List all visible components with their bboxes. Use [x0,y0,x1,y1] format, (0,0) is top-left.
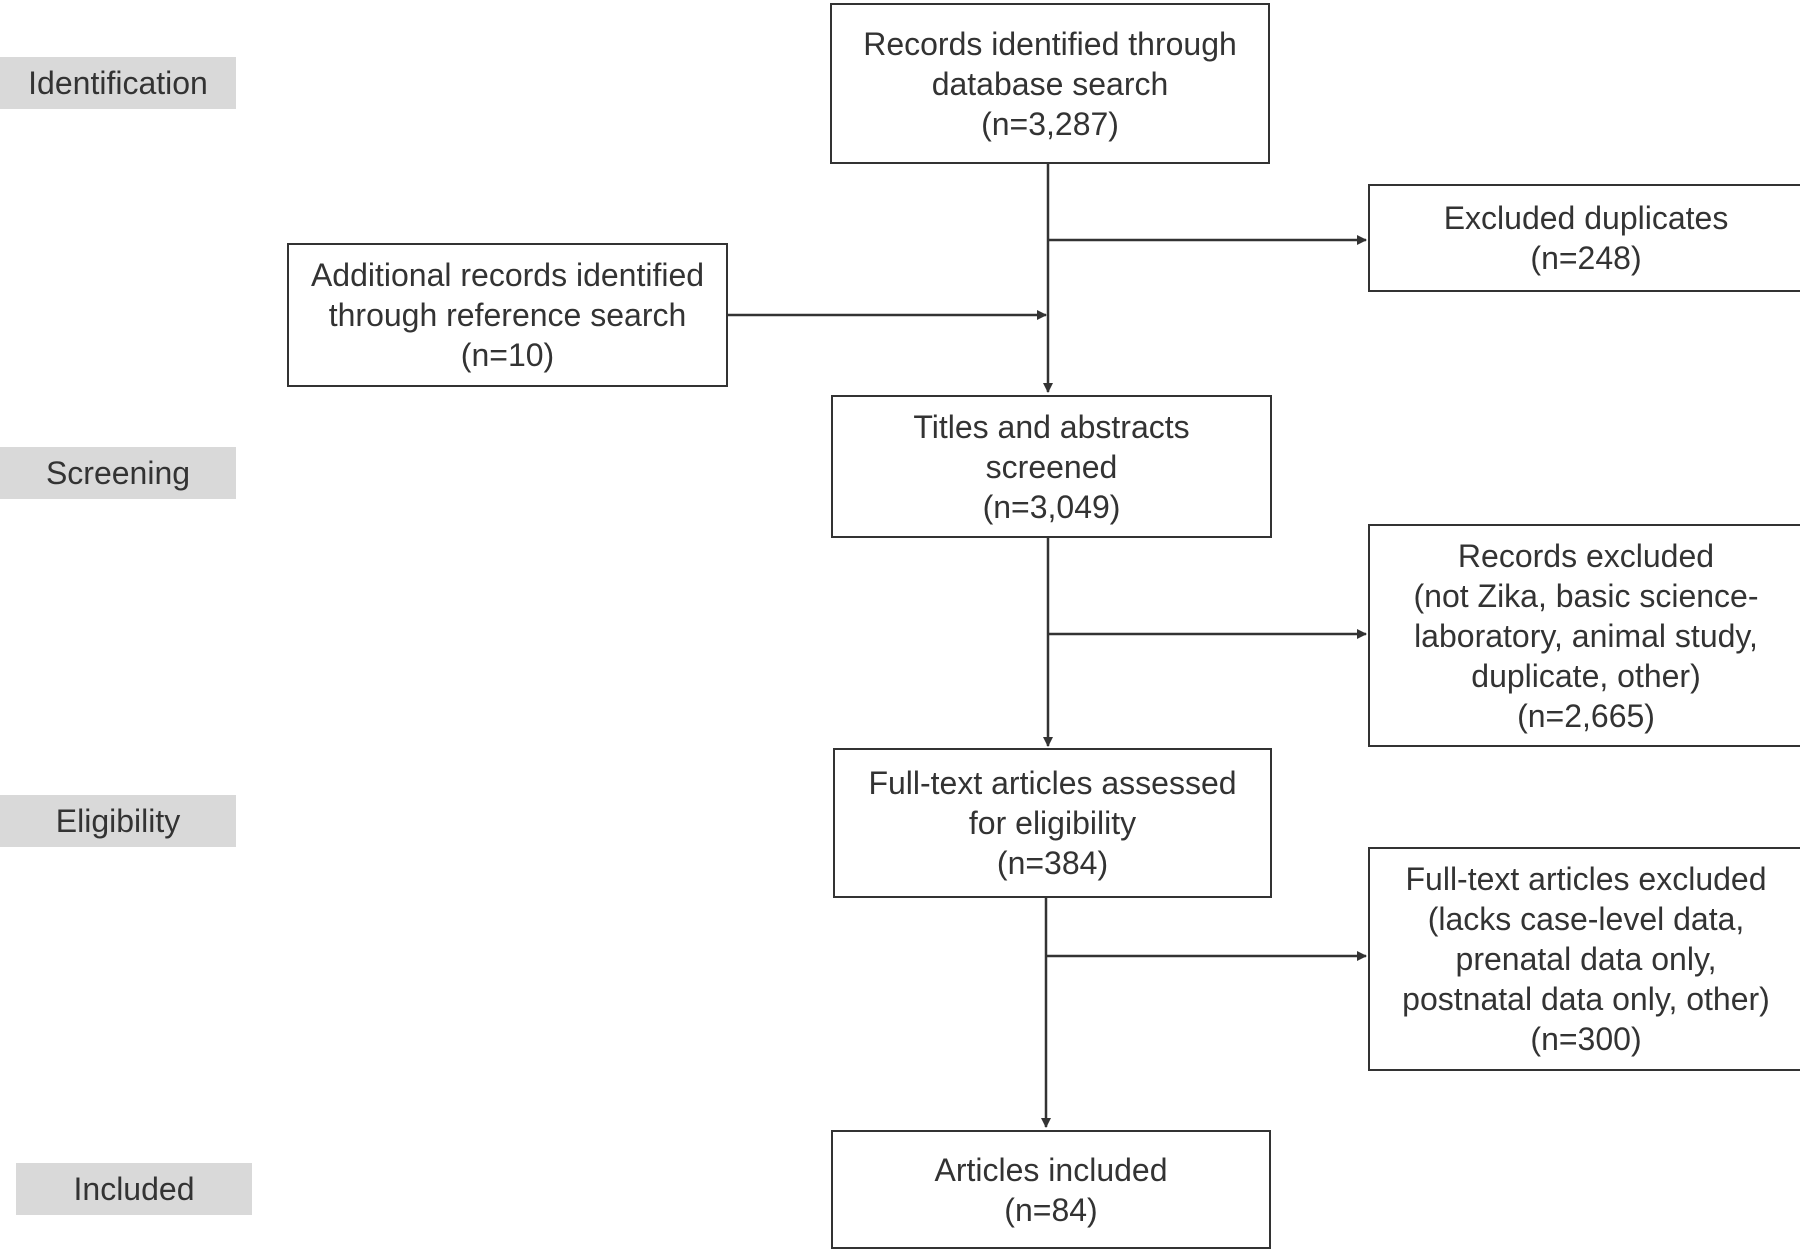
box-line: through reference search [328,297,687,333]
reference-search-box: Additional records identified through re… [287,243,728,387]
fulltext-excluded-box: Full-text articles excluded (lacks case-… [1368,847,1800,1071]
box-line: (n=300) [1530,1021,1642,1057]
stage-label-screening: Screening [0,447,236,499]
box-line: Articles included [934,1151,1168,1188]
records-excluded-box: Records excluded (not Zika, basic scienc… [1368,524,1800,747]
articles-included-box: Articles included (n=84) [831,1130,1271,1249]
box-line: Records identified through [863,25,1237,62]
box-line: for eligibility [968,805,1137,841]
excluded-duplicates-box: Excluded duplicates (n=248) [1368,184,1800,292]
box-line: duplicate, other) [1471,657,1701,694]
box-line: Titles and abstracts [913,408,1190,445]
stage-label-eligibility: Eligibility [0,795,236,847]
box-line: (n=248) [1530,240,1642,276]
box-line: (n=2,665) [1517,697,1655,734]
box-line: postnatal data only, other) [1402,981,1770,1017]
box-line: Full-text articles assessed [868,765,1237,801]
box-line: (n=10) [460,337,555,373]
box-line: Records excluded [1457,537,1715,574]
database-search-box: Records identified through database sear… [830,3,1270,164]
box-line: prenatal data only, [1455,941,1717,977]
box-line: (n=84) [1004,1191,1098,1228]
box-line: (n=3,049) [982,488,1121,525]
titles-abstracts-box: Titles and abstracts screened (n=3,049) [831,395,1272,538]
fulltext-assessed-box: Full-text articles assessed for eligibil… [833,748,1272,898]
stage-label-included: Included [16,1163,252,1215]
box-line: Excluded duplicates [1443,200,1729,236]
stage-label-identification: Identification [0,57,236,109]
box-line: (lacks case-level data, [1427,901,1745,937]
box-line: laboratory, animal study, [1414,617,1758,654]
box-line: database search [931,65,1169,102]
box-line: (n=3,287) [981,105,1119,142]
box-line: Additional records identified [310,257,705,293]
box-line: (n=384) [996,845,1109,881]
box-line: screened [985,448,1118,485]
box-line: (not Zika, basic science- [1413,577,1759,614]
box-line: Full-text articles excluded [1405,861,1767,897]
